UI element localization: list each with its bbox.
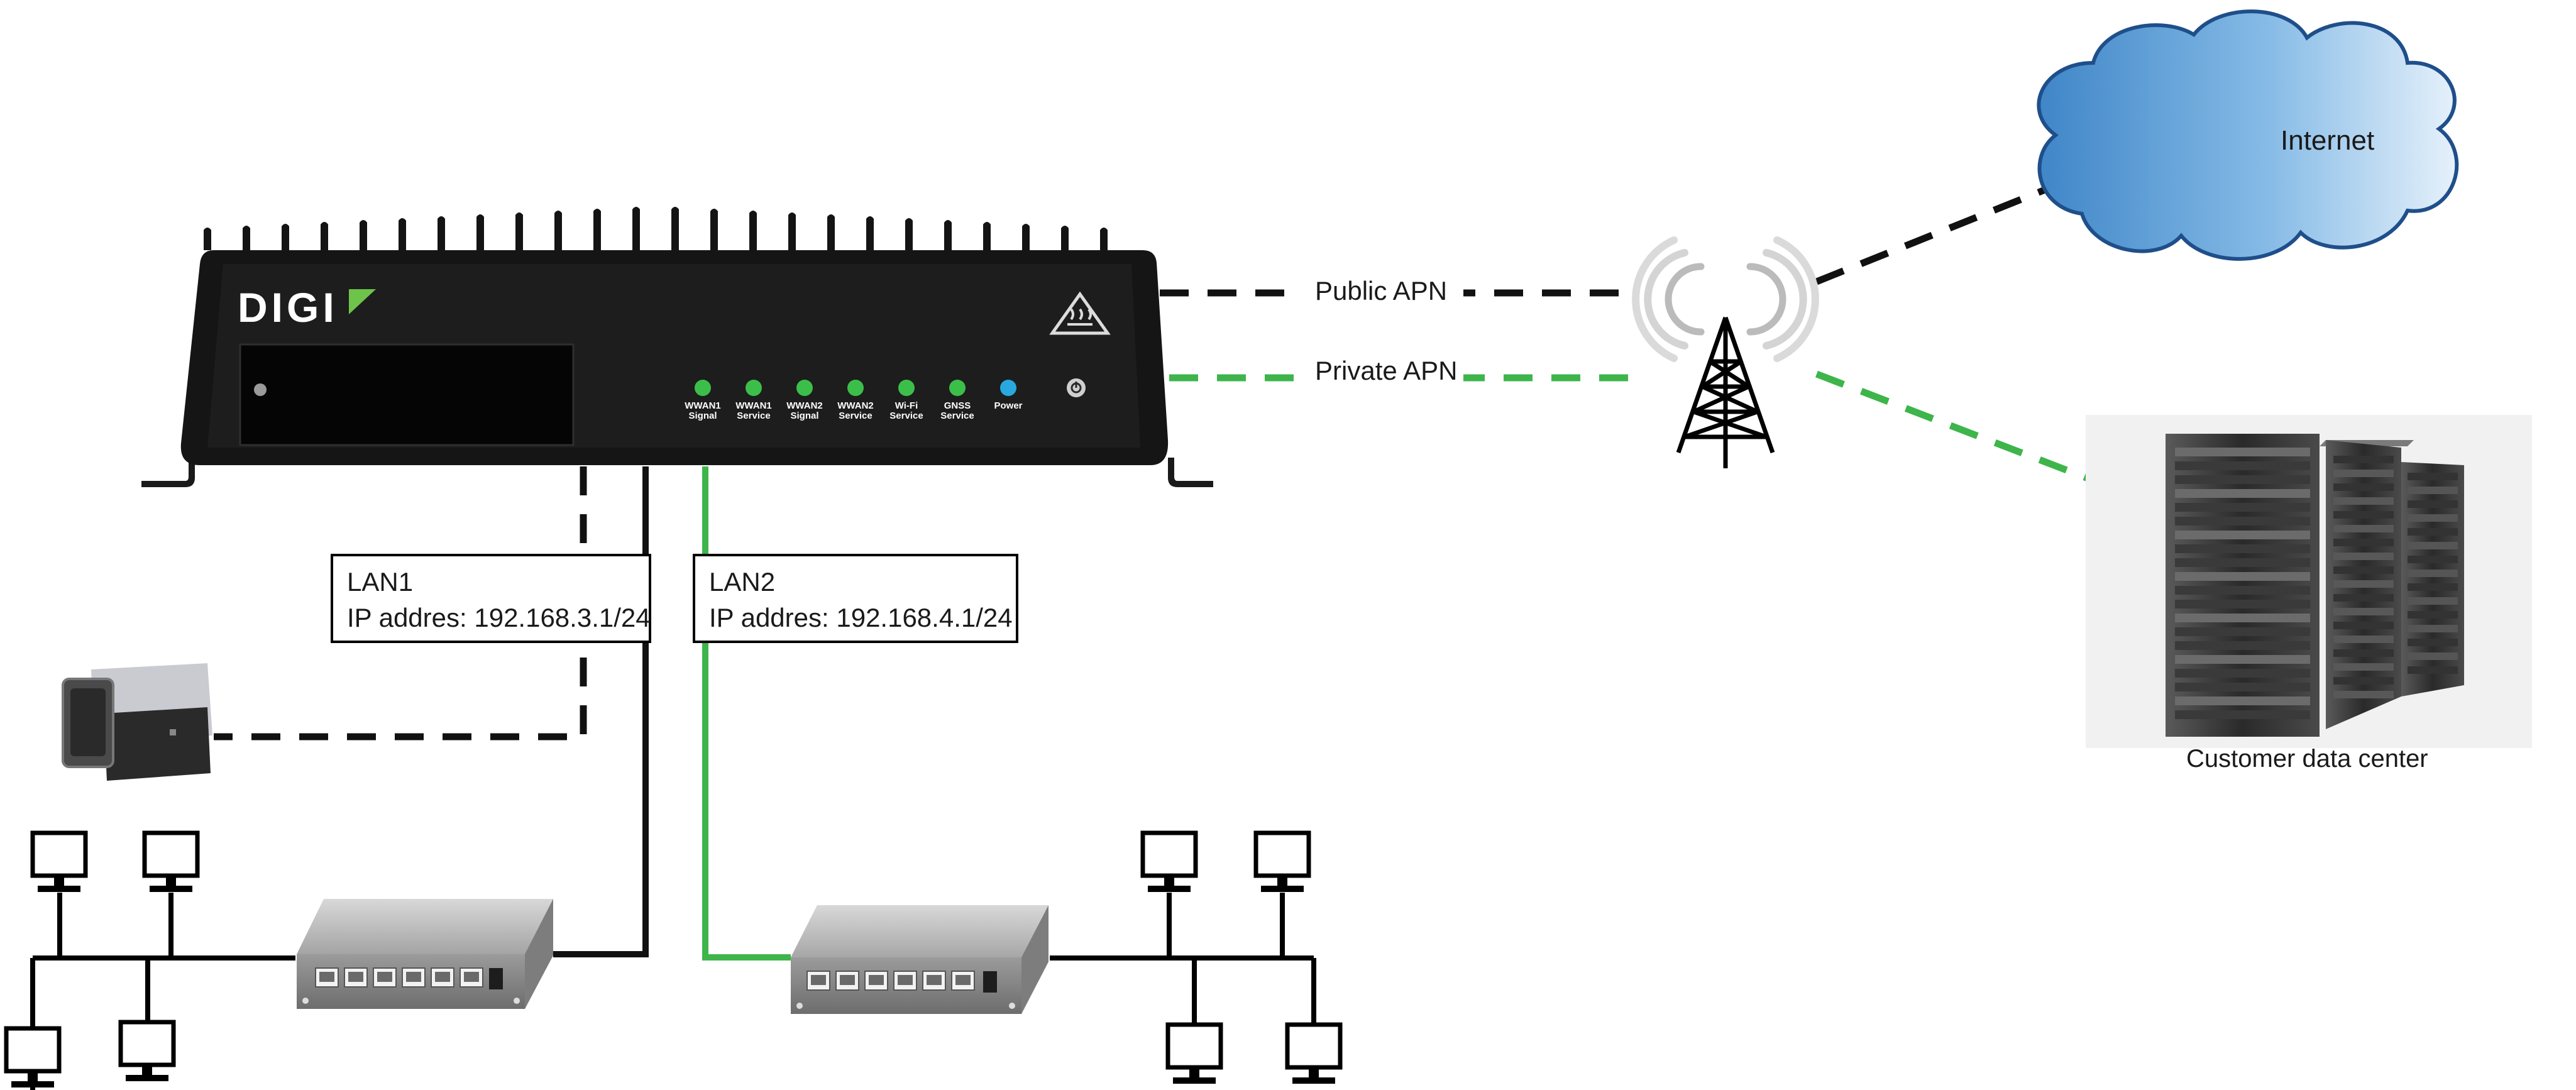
- status-led-label: Service: [889, 410, 923, 421]
- heat-warning-icon: [1049, 291, 1111, 335]
- router-fin: [593, 209, 601, 250]
- router-fin: [944, 220, 952, 250]
- status-led: [695, 380, 711, 396]
- public-apn-label: Public APN: [1315, 276, 1447, 306]
- server-rack-image: [2086, 415, 2532, 748]
- router-foot-left: [141, 458, 195, 487]
- router-fin: [438, 216, 445, 250]
- lan2-info-box: [693, 554, 1018, 643]
- status-led: [796, 380, 813, 396]
- router-fin: [360, 220, 367, 250]
- router-fin: [399, 218, 406, 250]
- status-led-label: Power: [994, 400, 1022, 411]
- lan1-title: LAN1: [347, 567, 413, 597]
- status-led: [746, 380, 762, 396]
- router-fin: [554, 211, 562, 250]
- lan2-computer-1-icon: [1143, 833, 1196, 892]
- router-device: DIGI WWAN1SignalWWAN1ServiceWWAN2SignalW…: [141, 207, 1213, 487]
- internet-label: Internet: [2281, 125, 2374, 156]
- tower-internet-link: [1815, 169, 2089, 285]
- status-led: [847, 380, 864, 396]
- digi-logo-mark: [349, 289, 376, 314]
- status-led-label: Service: [737, 410, 770, 421]
- router-fin: [749, 211, 757, 250]
- router-fin: [204, 228, 211, 250]
- status-led-label: Service: [940, 410, 974, 421]
- router-foot-right: [1168, 458, 1213, 487]
- lan1-ip-address: IP addres: 192.168.3.1/24: [347, 603, 651, 632]
- lan2-ip-address: IP addres: 192.168.4.1/24: [709, 603, 1013, 632]
- router-panel-screw: [254, 383, 267, 396]
- lan2-link: [702, 466, 791, 961]
- router-fin: [710, 209, 718, 250]
- status-led-label: GNSS: [944, 400, 971, 411]
- status-led: [898, 380, 915, 396]
- router-fin: [983, 222, 991, 250]
- status-led-label: Service: [839, 410, 872, 421]
- lan1-switch-image: [297, 899, 553, 1009]
- status-led: [949, 380, 966, 396]
- status-led-label: WWAN2: [837, 400, 874, 411]
- router-fin: [476, 214, 484, 250]
- router-fins: [204, 207, 1108, 250]
- internet-cloud-icon: [2037, 9, 2459, 261]
- lan1-solid-link: [553, 466, 649, 957]
- lan2-bus: [1050, 893, 1316, 1031]
- lan1-computer-1-icon: [33, 833, 85, 892]
- router-fin: [515, 212, 523, 250]
- lan1-computer-2-icon: [145, 833, 197, 892]
- router-fin: [632, 207, 640, 250]
- status-led: [1000, 380, 1016, 396]
- status-led-label: Signal: [688, 410, 717, 421]
- router-fin: [827, 214, 835, 250]
- cell-tower-icon: [1632, 236, 1819, 468]
- lan1-info-box: [331, 554, 651, 643]
- status-led-label: Signal: [790, 410, 818, 421]
- router-display-panel: [239, 343, 575, 446]
- router-fin: [671, 207, 679, 250]
- router-fin: [1022, 224, 1030, 250]
- router-fin: [866, 216, 874, 250]
- status-led-label: Wi-Fi: [895, 400, 918, 411]
- router-fin: [282, 224, 289, 250]
- router-fin: [905, 218, 913, 250]
- router-brand-label: DIGI: [238, 284, 338, 331]
- lan2-title: LAN2: [709, 567, 775, 597]
- router-fin: [1100, 228, 1108, 250]
- router-fin: [1061, 226, 1069, 250]
- status-led-label: WWAN1: [735, 400, 772, 411]
- lan2-switch-image: [791, 905, 1049, 1014]
- power-button-icon: [1067, 378, 1086, 397]
- router-led-panel: WWAN1SignalWWAN1ServiceWWAN2SignalWWAN2S…: [685, 380, 1023, 421]
- router-fin: [243, 226, 250, 250]
- private-apn-label: Private APN: [1315, 356, 1457, 385]
- status-led-label: WWAN2: [786, 400, 823, 411]
- datacenter-label: Customer data center: [2186, 745, 2428, 773]
- lan1-computer-3-icon: [6, 1028, 59, 1087]
- card-reader-image: [62, 663, 212, 781]
- lan1-computer-4-icon: [121, 1022, 173, 1081]
- lan2-computer-4-icon: [1287, 1025, 1340, 1084]
- status-led-label: WWAN1: [685, 400, 721, 411]
- router-fin: [321, 222, 328, 250]
- lan2-computer-2-icon: [1256, 833, 1309, 892]
- router-fin: [788, 212, 796, 250]
- lan2-computer-3-icon: [1168, 1025, 1221, 1084]
